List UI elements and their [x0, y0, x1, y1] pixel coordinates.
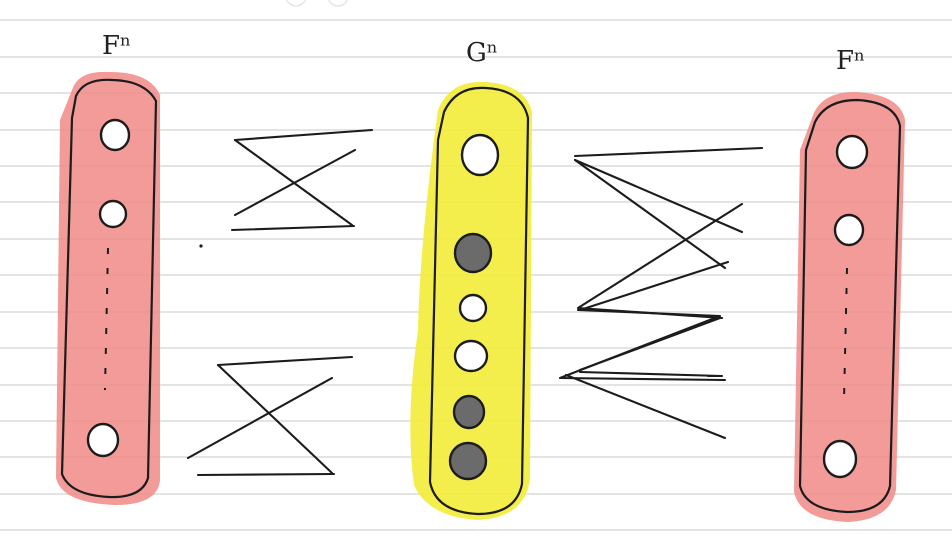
center-node-1: [460, 133, 500, 177]
left-column-outline: [60, 78, 158, 499]
left-connectors: [186, 128, 374, 477]
right-ellipsis: [843, 267, 848, 401]
top-decoration: [286, 0, 348, 7]
lower-bowtie: [186, 355, 354, 477]
label-center-column: Gⁿ: [466, 38, 499, 68]
center-node-3: [458, 293, 488, 323]
center-column-outline: [428, 86, 530, 516]
right-column: [794, 92, 905, 522]
center-node-2: [453, 232, 493, 274]
center-node-4: [453, 339, 489, 373]
right-column-outline: [798, 98, 902, 514]
upper-bowtie: [230, 128, 374, 232]
left-node-3: [86, 422, 120, 458]
left-node-1: [99, 118, 131, 152]
center-column: [410, 81, 532, 520]
label-right-column: Fⁿ: [836, 46, 866, 76]
center-node-6: [448, 441, 488, 481]
left-node-2: [98, 199, 128, 229]
right-column-highlight: [794, 92, 905, 522]
left-column: [56, 71, 160, 506]
right-node-2: [833, 213, 865, 247]
right-connectors: [558, 146, 764, 440]
right-node-1: [835, 134, 869, 170]
left-ellipsis: [104, 247, 109, 391]
right-node-3: [822, 439, 858, 479]
center-node-5: [452, 394, 486, 430]
label-left-column: Fⁿ: [102, 31, 132, 61]
stray-dot: [199, 244, 203, 248]
